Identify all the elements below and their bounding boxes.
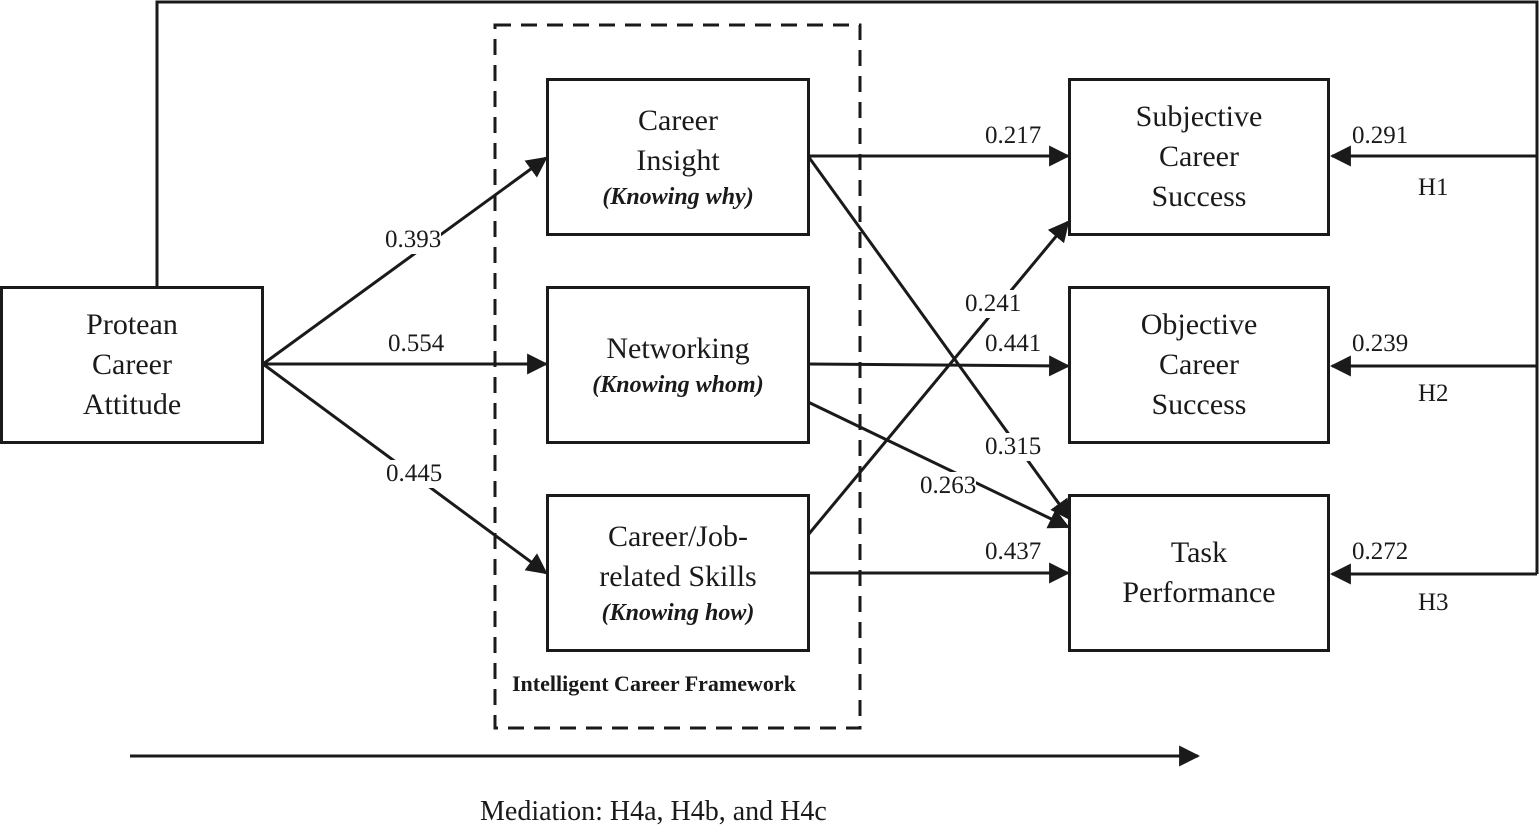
node-line: related Skills (599, 560, 757, 593)
career-job-related-skills-box: Career/Job- related Skills (Knowing how) (546, 494, 810, 652)
protean-career-attitude-box: Protean Career Attitude (0, 286, 264, 444)
objective-career-success-box: Objective Career Success (1068, 286, 1330, 444)
arrow-networking-task (807, 400, 1070, 529)
coef-pca-networking: 0.554 (388, 330, 445, 358)
coef-pca-insight: 0.393 (385, 226, 442, 254)
node-line: Subjective (1135, 100, 1263, 133)
node-line: Career (638, 104, 718, 137)
coef-skills-task: 0.437 (985, 538, 1042, 565)
node-line: Career/Job- (608, 520, 748, 553)
framework-border (493, 23, 862, 730)
coef-networking-objective: 0.441 (985, 330, 1042, 357)
mediation-label: Mediation: H4a, H4b, and H4c (480, 796, 827, 827)
coef-skills-subjective: 0.241 (965, 290, 1022, 318)
arrow-pca-insight (262, 156, 548, 366)
task-performance-box: Task Performance (1068, 494, 1330, 652)
arrow-skills-subjective (806, 220, 1070, 536)
node-line: Success (1151, 388, 1247, 421)
node-line: Performance (1122, 576, 1276, 609)
coef-networking-task: 0.263 (920, 472, 977, 500)
coef-pca-skills: 0.445 (386, 460, 443, 488)
node-line: Attitude (82, 388, 182, 421)
node-line: Networking (606, 332, 750, 365)
node-line: Career (92, 348, 172, 381)
node-line: Objective (1140, 308, 1258, 341)
hypothesis-h1: H1 (1418, 174, 1449, 201)
node-subtitle: (Knowing how) (601, 600, 755, 626)
coef-direct-task: 0.272 (1352, 538, 1409, 565)
node-line: Protean (86, 308, 178, 341)
coef-insight-subjective: 0.217 (985, 122, 1042, 149)
node-subtitle: (Knowing why) (602, 184, 754, 210)
node-line: Career (1159, 140, 1239, 173)
direct-effect-line (155, 0, 1539, 574)
hypothesis-h2: H2 (1418, 380, 1449, 407)
framework-label: Intelligent Career Framework (512, 671, 796, 696)
arrow-networking-objective (807, 355, 1071, 377)
coef-direct-subjective: 0.291 (1352, 122, 1409, 149)
node-subtitle: (Knowing whom) (592, 372, 764, 398)
node-line: Career (1159, 348, 1239, 381)
node-line: Task (1170, 536, 1228, 569)
coef-direct-objective: 0.239 (1352, 330, 1409, 357)
node-line: Insight (636, 144, 720, 177)
networking-box: Networking (Knowing whom) (546, 286, 810, 444)
career-insight-box: Career Insight (Knowing why) (546, 78, 810, 236)
hypothesis-h3: H3 (1418, 589, 1449, 616)
coef-insight-task: 0.315 (985, 433, 1042, 461)
node-line: Success (1151, 180, 1247, 213)
subjective-career-success-box: Subjective Career Success (1068, 78, 1330, 236)
